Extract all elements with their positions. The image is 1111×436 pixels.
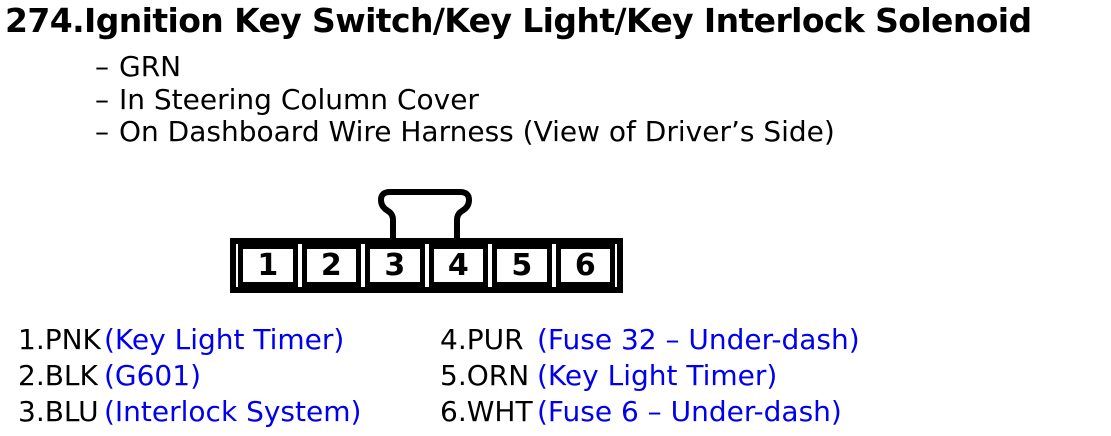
pin-label: 5.ORN xyxy=(440,359,530,392)
note-item: – On Dashboard Wire Harness (View of Dri… xyxy=(95,115,835,149)
note-dash: – xyxy=(95,115,109,148)
pin-label: 6.WHT xyxy=(440,395,533,428)
pin-cell-4: 4 xyxy=(428,244,488,287)
pin-row: 3.BLU (Interlock System) xyxy=(18,394,440,430)
pin-row: 5.ORN (Key Light Timer) xyxy=(440,358,860,394)
connector-diagram: 1 2 3 4 5 6 xyxy=(230,189,623,293)
pin-cell-6: 6 xyxy=(555,244,615,287)
connector-body: 1 2 3 4 5 6 xyxy=(230,238,623,293)
pin-description: (Fuse 32 – Under-dash) xyxy=(537,323,860,356)
pin-description: (Interlock System) xyxy=(104,395,362,428)
pin-cell-1: 1 xyxy=(238,244,298,287)
pin-label: 3.BLU xyxy=(18,395,99,428)
pin-cell-2: 2 xyxy=(301,244,361,287)
connector-lock-tab-icon xyxy=(378,189,472,241)
pin-row: 4.PUR (Fuse 32 – Under-dash) xyxy=(440,322,860,358)
pinout-column-left: 1.PNK (Key Light Timer) 2.BLK (G601) 3.B… xyxy=(18,322,440,430)
note-dash: – xyxy=(95,50,109,83)
pinout-column-right: 4.PUR (Fuse 32 – Under-dash) 5.ORN (Key … xyxy=(440,322,860,430)
pin-label: 2.BLK xyxy=(18,359,98,392)
note-text: In Steering Column Cover xyxy=(119,82,479,116)
pin-description: (G601) xyxy=(104,359,201,392)
pin-row: 1.PNK (Key Light Timer) xyxy=(18,322,440,358)
pin-description: (Key Light Timer) xyxy=(104,323,345,356)
pin-description: (Fuse 6 – Under-dash) xyxy=(537,395,842,428)
note-item: – GRN xyxy=(95,50,835,84)
pin-label: 1.PNK xyxy=(18,323,101,356)
pin-row: 6.WHT (Fuse 6 – Under-dash) xyxy=(440,394,860,430)
pin-cell-3: 3 xyxy=(365,244,425,287)
pin-description: (Key Light Timer) xyxy=(537,359,778,392)
notes-list: – GRN – In Steering Column Cover – On Da… xyxy=(95,50,835,149)
pin-label: 4.PUR xyxy=(440,323,524,356)
pin-cell-5: 5 xyxy=(492,244,552,287)
pin-row: 2.BLK (G601) xyxy=(18,358,440,394)
pinout-legend: 1.PNK (Key Light Timer) 2.BLK (G601) 3.B… xyxy=(18,322,860,430)
note-text: On Dashboard Wire Harness (View of Drive… xyxy=(119,115,835,148)
page-title: 274.Ignition Key Switch/Key Light/Key In… xyxy=(5,1,1032,40)
note-text: GRN xyxy=(119,50,182,83)
note-item: – In Steering Column Cover xyxy=(95,82,835,117)
note-dash: – xyxy=(95,82,109,116)
